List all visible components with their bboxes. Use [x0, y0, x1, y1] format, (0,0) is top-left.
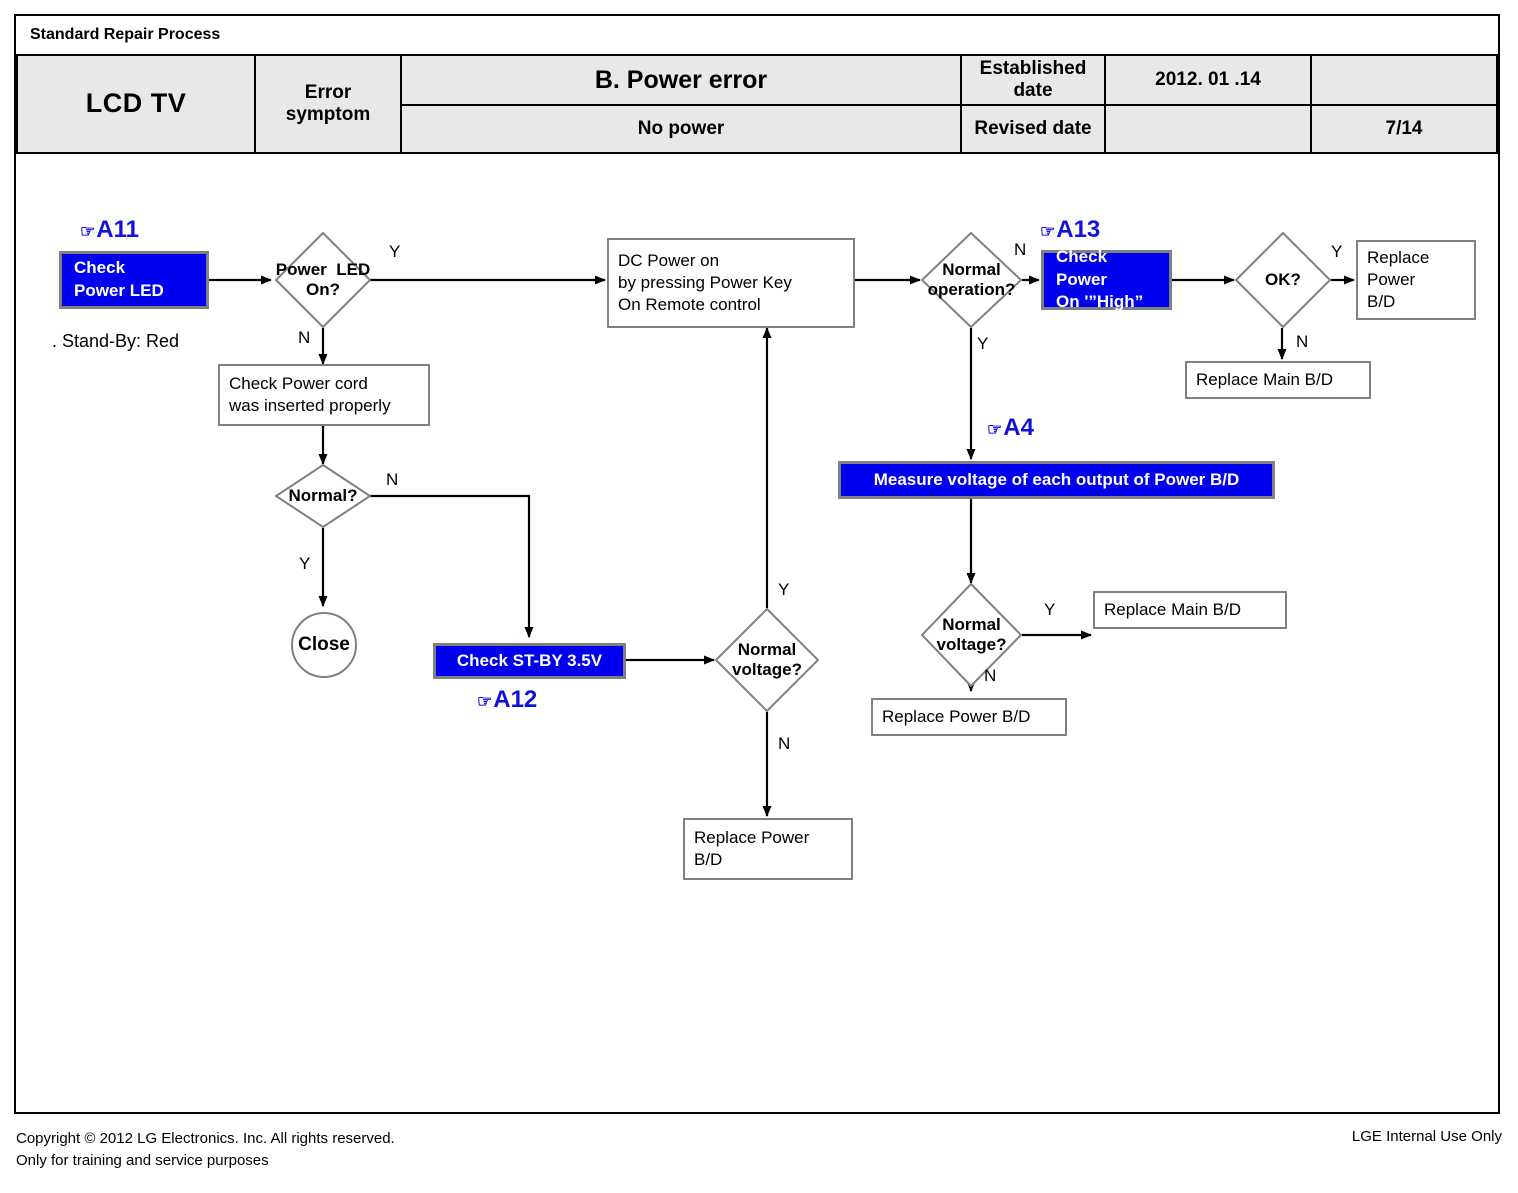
node-measure-voltage[interactable]: Measure voltage of each output of Power …: [838, 461, 1275, 499]
edge-label-ok-yes: Y: [1331, 242, 1343, 261]
ref-tag-a12-label: A12: [493, 686, 538, 713]
edge-label-center-volt-no: N: [778, 734, 791, 753]
diamond-shape: [715, 608, 819, 712]
diamond-shape: [275, 464, 371, 528]
ref-tag-a13-label: A13: [1056, 216, 1101, 243]
cell-error-title: B. Power error: [400, 54, 962, 106]
footer-copyright-line2: Only for training and service purposes: [16, 1151, 269, 1169]
diamond-shape: [921, 232, 1022, 328]
footer-copyright-line1: Copyright © 2012 LG Electronics. Inc. Al…: [16, 1130, 395, 1147]
ref-tag-a11-label: A11: [96, 216, 139, 243]
edge-label-rvolt-yes: Y: [1044, 600, 1056, 619]
cell-header-blank: [1310, 54, 1498, 106]
edge-label-op-yes: Y: [977, 334, 989, 353]
node-close[interactable]: Close: [291, 612, 357, 678]
cell-page-number: 7/14: [1310, 104, 1498, 154]
edge-label-ok-no: N: [1296, 332, 1309, 351]
page-outer-frame: [14, 14, 1500, 1114]
decision-ok-label: OK?: [1265, 270, 1301, 290]
edge-label-normal-no: N: [386, 470, 399, 489]
edge-label-rvolt-no: N: [984, 666, 997, 685]
ref-tag-a4-label: A4: [1003, 414, 1034, 441]
pointing-hand-icon: ☞: [477, 691, 493, 711]
edge-label-op-no: N: [1014, 240, 1027, 259]
ref-tag-a4: ☞ A4: [987, 414, 1034, 442]
diamond-shape: [1235, 232, 1331, 328]
standard-repair-process-banner: Standard Repair Process: [16, 16, 1498, 54]
footer-copyright: Copyright © 2012 LG Electronics. Inc. Al…: [16, 1128, 395, 1172]
diamond-shape: [921, 583, 1022, 687]
decision-normal-label: Normal?: [288, 486, 358, 506]
diamond-shape: [275, 232, 371, 328]
cell-revised-date-label: Revised date: [960, 104, 1106, 154]
cell-revised-date-value: [1104, 104, 1312, 154]
pointing-hand-icon: ☞: [1040, 221, 1056, 241]
decision-ok[interactable]: OK?: [1235, 232, 1331, 328]
cell-model: LCD TV: [16, 54, 256, 154]
cell-established-date-value: 2012. 01 .14: [1104, 54, 1312, 106]
banner-label: Standard Repair Process: [30, 26, 221, 43]
note-standby-red: . Stand-By: Red: [52, 331, 180, 351]
cell-error-detail: No power: [400, 104, 962, 154]
decision-normal[interactable]: Normal?: [275, 464, 371, 528]
node-replace-main-bd-top[interactable]: Replace Main B/D: [1185, 361, 1371, 399]
ref-tag-a12: ☞ A12: [477, 686, 537, 714]
ref-tag-a11: ☞ A11: [80, 216, 139, 244]
edge-label-normal-yes: Y: [299, 554, 311, 573]
edge-label-led-no: N: [298, 328, 311, 347]
ref-tag-a13: ☞ A13: [1040, 216, 1100, 244]
edge-label-led-yes: Y: [389, 242, 401, 261]
node-replace-main-bd-mid[interactable]: Replace Main B/D: [1093, 591, 1287, 629]
pointing-hand-icon: ☞: [987, 419, 1003, 439]
edge-label-center-volt-yes: Y: [778, 580, 790, 599]
node-check-stby[interactable]: Check ST-BY 3.5V: [433, 643, 626, 679]
node-replace-power-bd-bottom[interactable]: Replace Power B/D: [871, 698, 1067, 736]
pointing-hand-icon: ☞: [80, 221, 96, 241]
footer-classification: LGE Internal Use Only: [1351, 1128, 1502, 1145]
